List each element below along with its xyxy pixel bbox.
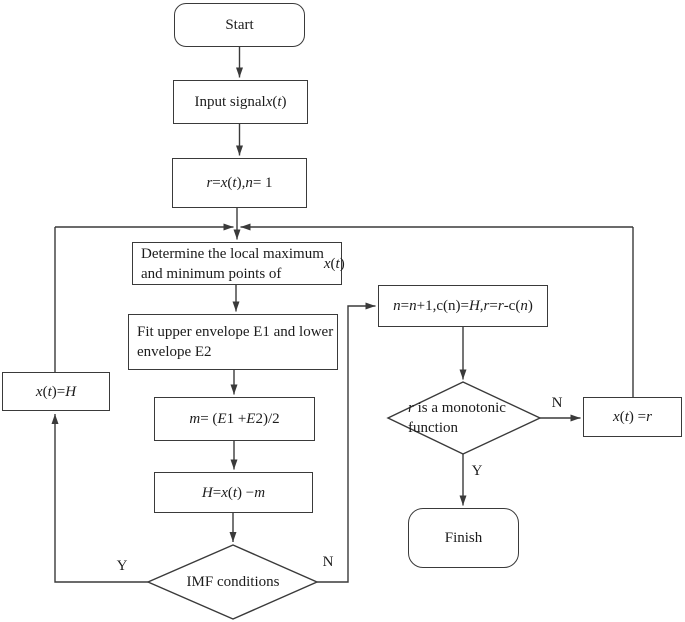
- imf-no-label: N: [322, 554, 334, 570]
- monotonic-no-label: N: [551, 395, 563, 411]
- imf-yes-label: Y: [116, 558, 128, 574]
- init-node: r = x(t), n = 1: [172, 158, 307, 208]
- input-signal-node: Input signal x(t): [173, 80, 308, 124]
- edge-imf-yes: [51, 414, 148, 583]
- set-xt-r-node: x(t) = r: [583, 397, 682, 437]
- h-node: H = x(t) − m: [154, 472, 313, 513]
- update-residual-node: n=n+1,c(n)=H,r=r-c(n): [378, 285, 548, 327]
- start-node: Start: [174, 3, 305, 47]
- finish-node: Finish: [408, 508, 519, 568]
- set-xt-h-node: x(t)=H: [2, 372, 110, 411]
- monotonic-yes-label: Y: [471, 463, 483, 479]
- edge-imf-no: [317, 302, 376, 583]
- imf-decision-diamond: [146, 544, 319, 620]
- imf-conditions-label: IMF conditions: [186, 574, 280, 590]
